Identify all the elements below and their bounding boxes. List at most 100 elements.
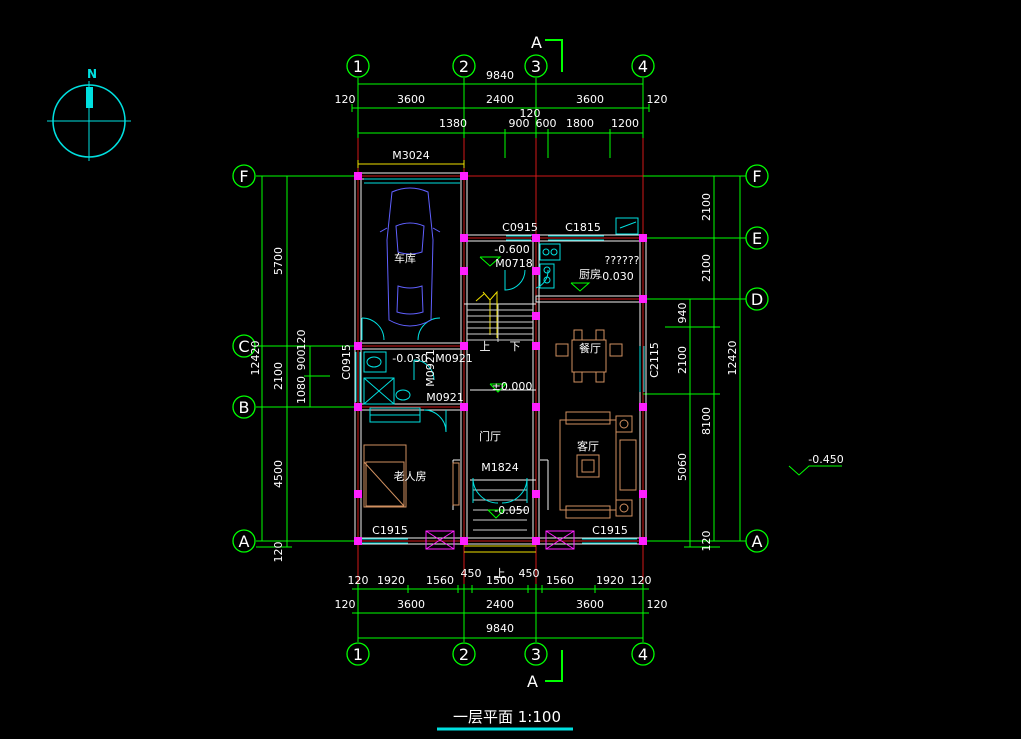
car-icon bbox=[379, 187, 441, 327]
dim-left-inner-1: 1080 bbox=[295, 376, 308, 404]
dim-top-bay-2: 2400 bbox=[486, 93, 514, 106]
dim-bottom-edge-right: 120 bbox=[647, 598, 668, 611]
axis-3-top: 3 bbox=[531, 57, 541, 76]
dim-left-bottom: 120 bbox=[272, 542, 285, 563]
drawing-title: 一层平面 1:100 bbox=[453, 708, 561, 726]
axis-B-left: B bbox=[239, 398, 250, 417]
dimensions-left: 12420 5700 2100 4500 1080 900 120 120 C0… bbox=[249, 247, 353, 563]
dimension-lines bbox=[256, 78, 842, 642]
axis-2-bottom: 2 bbox=[459, 645, 469, 664]
level-entry: -0.050 bbox=[494, 504, 529, 517]
dim-right-sub: 8100 bbox=[700, 407, 713, 435]
dim-bottom-opening-5: 1500 bbox=[486, 574, 514, 587]
dim-top-opening-3: 600 bbox=[536, 117, 557, 130]
dim-top-bay-1: 3600 bbox=[397, 93, 425, 106]
level-markers bbox=[479, 256, 591, 519]
stair-up: 上 bbox=[480, 340, 491, 353]
dim-bottom-total: 9840 bbox=[486, 622, 514, 635]
axis-bubble-labels: 1 2 3 4 1 2 3 4 F C B A F E D A bbox=[238, 57, 763, 664]
level-bath: -0.030 bbox=[392, 352, 427, 365]
tag-window-bottom-left: C1915 bbox=[372, 524, 408, 537]
axis-1-top: 1 bbox=[353, 57, 363, 76]
dim-bottom-opening-3: 1560 bbox=[426, 574, 454, 587]
dim-left-seg-3: 4500 bbox=[272, 460, 285, 488]
dimensions-bottom: 120 1920 1560 450 1500 450 1560 1920 120… bbox=[335, 567, 668, 635]
dim-right-bottom: 120 bbox=[700, 531, 713, 552]
planters bbox=[425, 530, 575, 550]
tag-window-top-1: C0915 bbox=[502, 221, 538, 234]
dim-top-opening-5: 1200 bbox=[611, 117, 639, 130]
stair-down: 下 bbox=[510, 340, 521, 353]
dim-top-opening-1: 1380 bbox=[439, 117, 467, 130]
axis-bubbles bbox=[232, 54, 769, 666]
axis-E-right: E bbox=[752, 229, 762, 248]
tag-window-bottom-right: C1915 bbox=[592, 524, 628, 537]
axis-C-left: C bbox=[238, 337, 249, 356]
windows bbox=[355, 178, 645, 544]
dim-bottom-opening-2: 1920 bbox=[377, 574, 405, 587]
room-garage: 车库 bbox=[394, 251, 416, 265]
room-kitchen: 厨房 bbox=[579, 268, 601, 281]
tag-window-top-2: C1815 bbox=[565, 221, 601, 234]
tag-door-bath-3: M0921 bbox=[426, 391, 464, 404]
tag-door-bath-1: M0921 bbox=[435, 352, 473, 365]
stair-and-lintels bbox=[357, 160, 536, 553]
tag-door-stair: M0718 bbox=[495, 257, 533, 270]
dim-top-bay-3: 3600 bbox=[576, 93, 604, 106]
dim-right-seg-1: 2100 bbox=[700, 193, 713, 221]
room-elder: 老人房 bbox=[394, 470, 427, 483]
section-label-bottom: A bbox=[527, 672, 538, 691]
dim-top-opening-4: 1800 bbox=[566, 117, 594, 130]
level-outside: -0.450 bbox=[808, 453, 843, 466]
room-names: 车库 厨房 ?????? 餐厅 门厅 客厅 老人房 上 下 上 bbox=[394, 251, 640, 580]
dim-top-edge-left: 120 bbox=[335, 93, 356, 106]
tag-door-entry: M1824 bbox=[481, 461, 519, 474]
axis-1-bottom: 1 bbox=[353, 645, 363, 664]
window-right: C2115 bbox=[648, 342, 661, 378]
dimensions-right: 2100 2100 940 2100 5060 8100 120 12420 C… bbox=[648, 193, 739, 552]
bathroom-fixtures bbox=[363, 243, 561, 423]
entry-up: 上 bbox=[495, 567, 506, 580]
axis-4-bottom: 4 bbox=[638, 645, 648, 664]
stair-treads bbox=[467, 304, 533, 531]
window-left: C0915 bbox=[340, 344, 353, 380]
dim-left-inner-2: 900 bbox=[295, 350, 308, 371]
section-label-top: A bbox=[531, 33, 542, 52]
axis-gridlines bbox=[262, 80, 740, 640]
room-hall: 门厅 bbox=[479, 429, 501, 443]
axis-2-top: 2 bbox=[459, 57, 469, 76]
dim-right-seg-4: 2100 bbox=[676, 346, 689, 374]
dim-left-total: 12420 bbox=[249, 341, 262, 376]
dim-right-seg-2: 2100 bbox=[700, 254, 713, 282]
dim-bottom-edge-left: 120 bbox=[335, 598, 356, 611]
section-mark bbox=[545, 39, 563, 682]
dim-left-seg-1: 5700 bbox=[272, 247, 285, 275]
dim-top-opening-2: 900 bbox=[509, 117, 530, 130]
room-dining: 餐厅 bbox=[579, 341, 601, 355]
axis-3-bottom: 3 bbox=[531, 645, 541, 664]
axis-4-top: 4 bbox=[638, 57, 648, 76]
furniture bbox=[363, 329, 637, 519]
axis-D-right: D bbox=[751, 290, 763, 309]
dim-bottom-opening-9: 120 bbox=[631, 574, 652, 587]
doors bbox=[361, 217, 639, 504]
room-living: 客厅 bbox=[577, 439, 599, 453]
dim-right-seg-5: 5060 bbox=[676, 453, 689, 481]
dim-top-mid: 120 bbox=[520, 107, 541, 120]
dim-bottom-opening-1: 120 bbox=[348, 574, 369, 587]
level-stair: -0.600 bbox=[494, 243, 529, 256]
room-kitchen-note: ?????? bbox=[604, 254, 639, 267]
dim-top-edge-right: 120 bbox=[647, 93, 668, 106]
dim-bottom-opening-6: 450 bbox=[519, 567, 540, 580]
level-texts: -0.600 -0.030 -0.030 ±0.000 -0.050 -0.45… bbox=[392, 243, 843, 517]
north-arrow: N bbox=[47, 67, 131, 161]
axis-F-right: F bbox=[752, 167, 761, 186]
level-kitchen: -0.030 bbox=[598, 270, 633, 283]
dim-bottom-opening-7: 1560 bbox=[546, 574, 574, 587]
axis-A-right: A bbox=[752, 532, 763, 551]
axis-F-left: F bbox=[239, 167, 248, 186]
north-label: N bbox=[87, 67, 97, 81]
dim-right-seg-3: 940 bbox=[676, 303, 689, 324]
dimensions-top: 9840 120 3600 2400 3600 120 120 1380 900… bbox=[335, 69, 668, 130]
opening-tags: M3024 C0915 C1815 M0718 M0921 M0921 M092… bbox=[372, 149, 628, 537]
